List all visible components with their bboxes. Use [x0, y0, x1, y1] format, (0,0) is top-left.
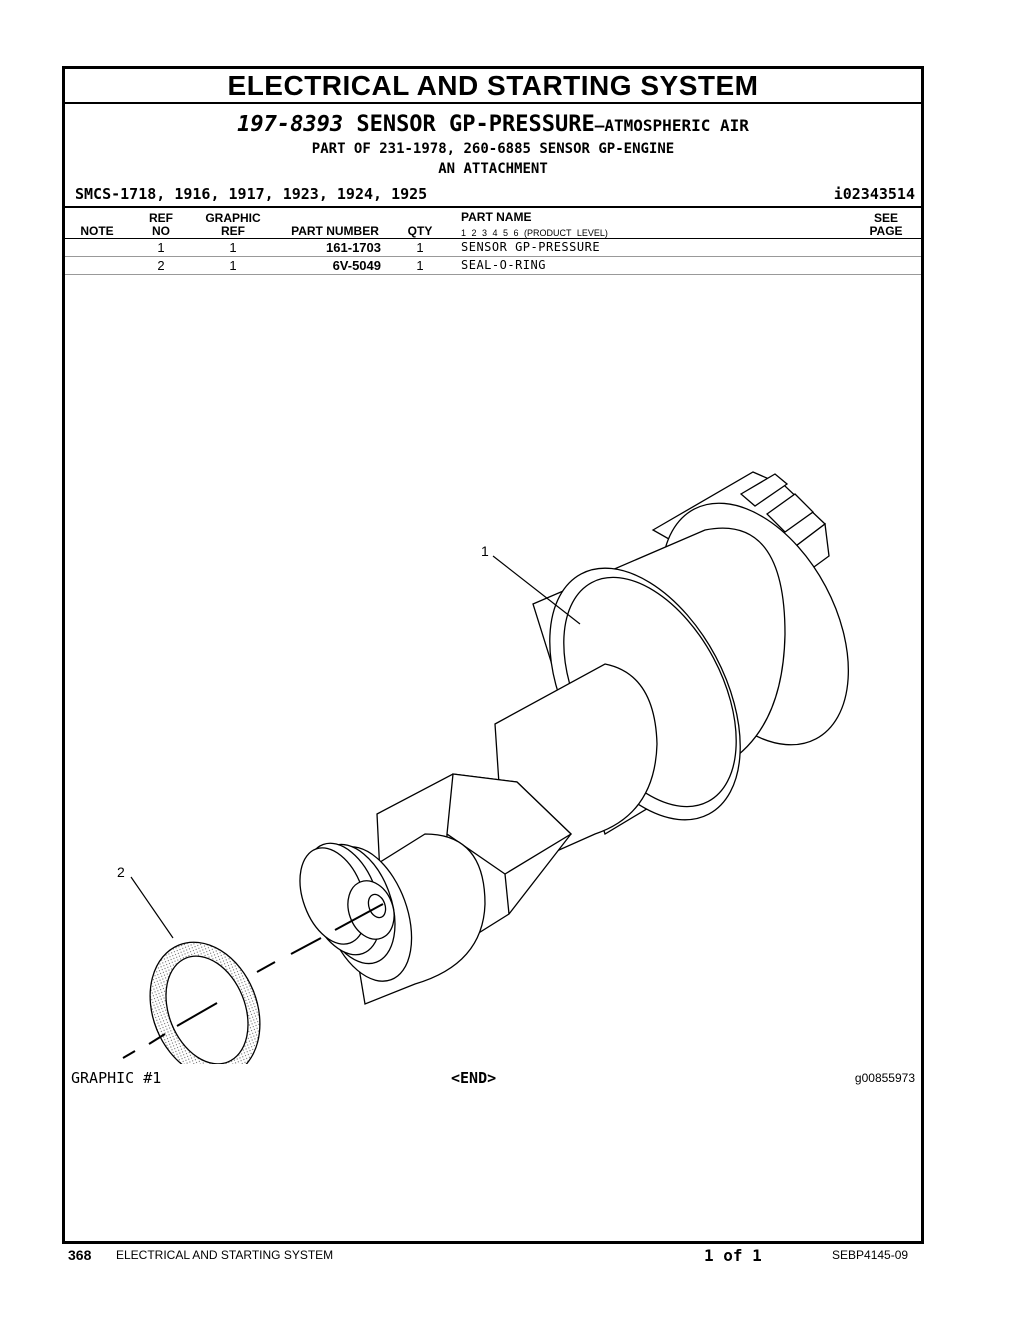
callout-1-leader [492, 555, 581, 625]
parts-illustration: 1 2 [117, 471, 850, 1064]
page-frame: ELECTRICAL AND STARTING SYSTEM 197-8393 … [62, 66, 924, 1244]
graphic-ref-cell: 1 [229, 258, 237, 273]
col-ref-no-bottom: NO [152, 224, 170, 238]
col-ref-no-top: REF [149, 211, 173, 225]
qty-cell: 1 [416, 240, 424, 255]
part-number-cell: 161-1703 [326, 240, 381, 255]
col-graphic-ref-top: GRAPHIC [205, 211, 261, 225]
footer-section-title: ELECTRICAL AND STARTING SYSTEM [116, 1248, 334, 1262]
footer-page-of: 1 of 1 [704, 1246, 762, 1265]
header-divider [65, 238, 921, 239]
page-title: ELECTRICAL AND STARTING SYSTEM [65, 69, 921, 104]
threaded-stem [299, 833, 486, 1005]
ref-no-cell: 2 [157, 258, 165, 273]
attachment-line: AN ATTACHMENT [438, 161, 548, 177]
col-graphic-ref-bottom: REF [221, 224, 245, 238]
col-note: NOTE [80, 224, 114, 238]
qty-cell: 1 [416, 258, 424, 273]
col-part-number: PART NUMBER [291, 224, 379, 238]
smcs-codes: SMCS-1718, 1916, 1917, 1923, 1924, 1925 [75, 185, 428, 203]
end-marker: <END> [451, 1069, 497, 1087]
ref-no-cell: 1 [157, 240, 165, 255]
graphic-number: g00855973 [854, 1071, 915, 1085]
smcs-row: SMCS-1718, 1916, 1917, 1923, 1924, 1925 … [65, 184, 921, 208]
col-see-page-bottom: PAGE [869, 224, 903, 238]
o-ring-seal [149, 941, 261, 1064]
footer-page-number: 368 [68, 1247, 92, 1263]
part-heading: 197-8393 SENSOR GP-PRESSURE—ATMOSPHERIC … [65, 113, 921, 138]
part-name-cell: SEAL-O-RING [461, 258, 546, 272]
heading-part-number: 197-8393 [237, 112, 344, 137]
callout-1-label: 1 [481, 543, 489, 559]
part-name-cell: SENSOR GP-PRESSURE [461, 240, 601, 254]
footer-document-number: SEBP4145-09 [832, 1248, 909, 1262]
col-part-name: PART NAME [461, 210, 532, 224]
center-axis-line [122, 903, 384, 1059]
table-row: 1 1 161-1703 1 SENSOR GP-PRESSURE [65, 239, 921, 257]
col-product-levels: 1 2 3 4 5 6 (PRODUCT LEVEL) [461, 228, 608, 238]
graphic-ref-cell: 1 [229, 240, 237, 255]
graphic-label: GRAPHIC #1 [71, 1069, 162, 1087]
heading-part-name: SENSOR GP-PRESSURE [356, 112, 595, 137]
illustration-id: i02343514 [833, 185, 915, 203]
heading-part-suffix: —ATMOSPHERIC AIR [594, 116, 749, 135]
part-of-line: PART OF 231-1978, 260-6885 SENSOR GP-ENG… [311, 141, 675, 157]
col-qty: QTY [407, 224, 433, 238]
table-row: 2 1 6V-5049 1 SEAL-O-RING [65, 257, 921, 275]
part-number-cell: 6V-5049 [332, 258, 381, 273]
col-see-page-top: SEE [873, 211, 898, 225]
callout-2-label: 2 [117, 864, 125, 880]
callout-2-leader [130, 876, 174, 939]
